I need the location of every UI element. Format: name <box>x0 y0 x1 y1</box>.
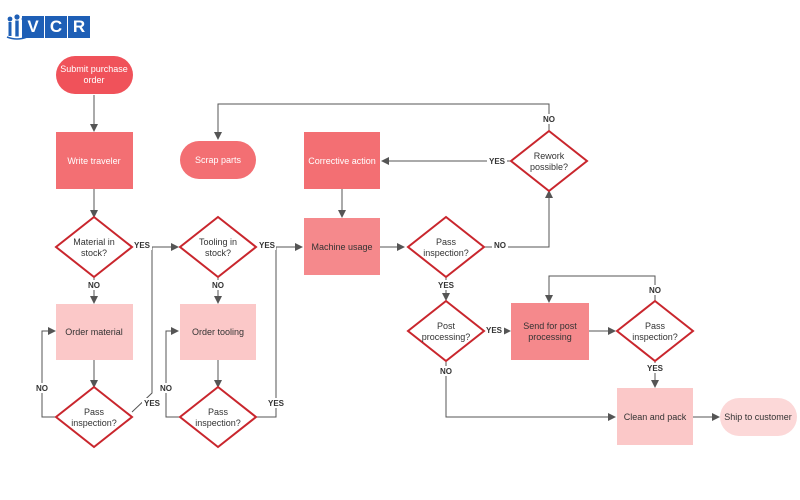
node-corrective-action: Corrective action <box>304 132 380 189</box>
node-pass-inspection-machine: Pass inspection? <box>406 215 486 279</box>
label-inspection3-no: NO <box>160 384 172 393</box>
label-post-no: NO <box>440 367 452 376</box>
node-pass-inspection-post: Pass inspection? <box>615 299 695 363</box>
svg-text:Order material: Order material <box>65 327 123 337</box>
svg-text:Scrap parts: Scrap parts <box>195 155 242 165</box>
svg-text:Ship to customer: Ship to customer <box>724 412 792 422</box>
connectors <box>41 95 720 421</box>
edge-material-yes <box>131 246 153 413</box>
svg-text:Tooling in: Tooling in <box>199 237 237 247</box>
svg-text:Submit purchase: Submit purchase <box>60 64 128 74</box>
svg-text:inspection?: inspection? <box>71 418 117 428</box>
label-tooling-no: NO <box>212 281 224 290</box>
node-tooling-in-stock: Tooling in stock? <box>178 215 258 279</box>
svg-text:Write traveler: Write traveler <box>67 156 120 166</box>
node-scrap-parts: Scrap parts <box>180 141 256 179</box>
label-inspection3-yes: YES <box>268 399 285 408</box>
edge-post-no <box>445 361 616 421</box>
svg-text:Pass: Pass <box>436 237 457 247</box>
svg-text:possible?: possible? <box>530 162 568 172</box>
node-pass-inspection-material: Pass inspection? <box>54 385 134 449</box>
node-submit-purchase-order: Submit purchase order <box>56 56 133 94</box>
label-inspection2-yes: YES <box>144 399 161 408</box>
node-clean-and-pack: Clean and pack <box>617 388 693 445</box>
node-pass-inspection-tooling: Pass inspection? <box>178 385 258 449</box>
svg-text:Send for post: Send for post <box>523 321 577 331</box>
svg-text:Clean and pack: Clean and pack <box>624 412 687 422</box>
label-material-no: NO <box>88 281 100 290</box>
label-inspection1-yes: YES <box>438 281 455 290</box>
svg-text:Rework: Rework <box>534 151 565 161</box>
svg-text:Material in: Material in <box>73 237 115 247</box>
label-inspection4-yes: YES <box>647 364 664 373</box>
vcr-logo: V C R <box>6 12 94 42</box>
label-rework-no: NO <box>543 115 555 124</box>
label-tooling-yes: YES <box>259 241 276 250</box>
svg-text:Post: Post <box>437 321 456 331</box>
label-inspection4-no: NO <box>649 286 661 295</box>
logo-letter-v: V <box>22 16 44 38</box>
edge-inspection2-no <box>41 327 57 418</box>
node-rework-possible: Rework possible? <box>509 129 589 193</box>
node-ship-to-customer: Ship to customer <box>720 398 797 436</box>
logo-letter-c: C <box>45 16 67 38</box>
label-material-yes: YES <box>134 241 151 250</box>
node-material-in-stock: Material in stock? <box>54 215 134 279</box>
edge-rework-no <box>214 103 550 140</box>
edge-inspection1-no <box>484 190 553 248</box>
node-write-traveler: Write traveler <box>56 132 133 189</box>
label-post-yes: YES <box>486 326 503 335</box>
svg-text:Pass: Pass <box>84 407 105 417</box>
svg-text:Machine usage: Machine usage <box>311 242 372 252</box>
svg-text:Pass: Pass <box>645 321 666 331</box>
edge-labels: YES NO YES NO NO YES NO YES YES NO NO YE… <box>34 114 665 408</box>
svg-text:stock?: stock? <box>205 248 231 258</box>
svg-text:processing: processing <box>528 332 572 342</box>
svg-text:stock?: stock? <box>81 248 107 258</box>
logo-text: V C R <box>6 13 94 41</box>
svg-text:order: order <box>83 75 104 85</box>
edge-inspection3-yes <box>256 247 277 418</box>
svg-text:Pass: Pass <box>208 407 229 417</box>
svg-text:inspection?: inspection? <box>423 248 469 258</box>
logo-letter-r: R <box>68 16 90 38</box>
label-inspection2-no: NO <box>36 384 48 393</box>
node-send-for-post-processing: Send for post processing <box>511 303 589 360</box>
edge-inspection4-no <box>545 275 656 303</box>
svg-text:inspection?: inspection? <box>632 332 678 342</box>
label-rework-yes: YES <box>489 157 506 166</box>
node-order-material: Order material <box>56 304 133 360</box>
node-machine-usage: Machine usage <box>304 218 380 275</box>
edge-inspection3-no <box>165 327 180 418</box>
node-order-tooling: Order tooling <box>180 304 256 360</box>
svg-text:Corrective action: Corrective action <box>308 156 376 166</box>
label-inspection1-no: NO <box>494 241 506 250</box>
svg-text:processing?: processing? <box>422 332 471 342</box>
node-post-processing: Post processing? <box>406 299 486 363</box>
svg-text:inspection?: inspection? <box>195 418 241 428</box>
svg-text:Order tooling: Order tooling <box>192 327 244 337</box>
